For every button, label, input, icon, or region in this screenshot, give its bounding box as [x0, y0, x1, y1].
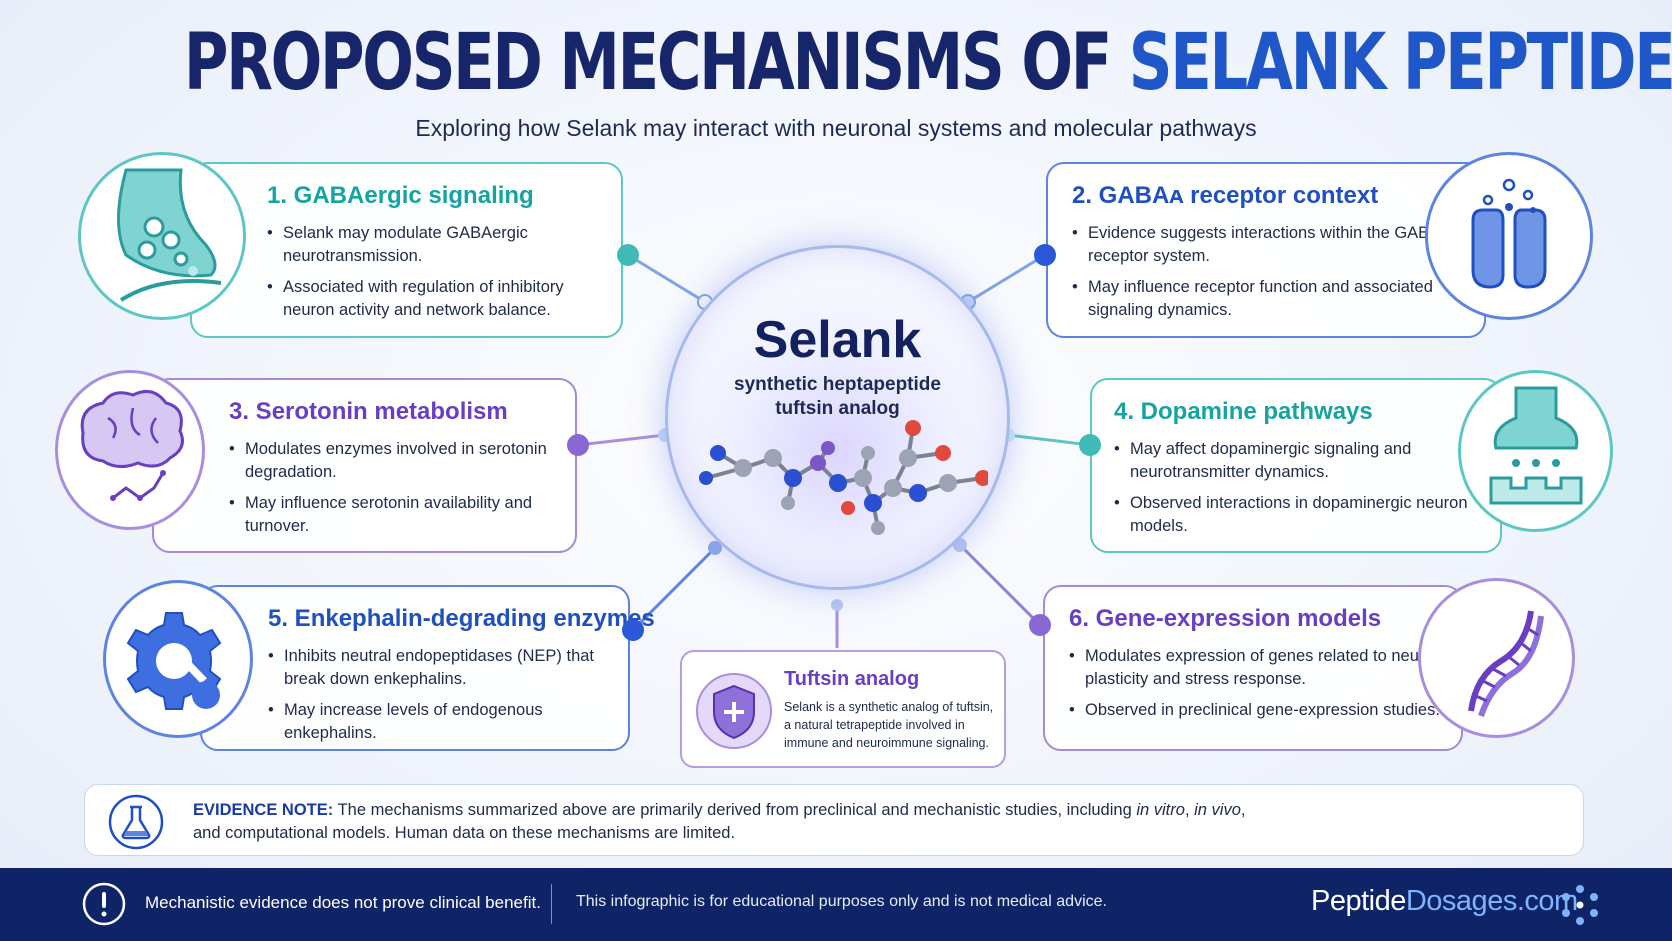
evidence-text-1: The mechanisms summarized above are prim… — [337, 801, 1137, 819]
footer-bar: Mechanistic evidence does not prove clin… — [0, 868, 1672, 941]
card-gabaergic: 1. GABAergic signaling Selank may modula… — [190, 162, 623, 338]
title-part-1: PROPOSED MECHANISMS OF — [183, 18, 1129, 108]
flask-icon — [108, 794, 164, 850]
connector-dot-4 — [1079, 434, 1101, 456]
card-5-bullet-1: Inhibits neutral endopeptidases (NEP) th… — [268, 645, 612, 691]
brand-part-1: Peptide — [1311, 885, 1406, 917]
card-1-bullet-2: Associated with regulation of inhibitory… — [267, 276, 601, 322]
card-4-bullet-2: Observed interactions in dopaminergic ne… — [1114, 492, 1480, 538]
card-1-bullet-1: Selank may modulate GABAergic neurotrans… — [267, 222, 601, 268]
card-enkephalin: 5. Enkephalin-degrading enzymes Inhibits… — [200, 585, 655, 751]
page-subtitle: Exploring how Selank may interact with n… — [415, 115, 1257, 141]
page-title: PROPOSED MECHANISMS OF SELANK PEPTIDE — [183, 18, 1672, 108]
receptor-icon — [1471, 178, 1547, 289]
card-6-bullet-2: Observed in preclinical gene-expression … — [1069, 699, 1445, 722]
card-4-bullet-1: May affect dopaminergic signaling and ne… — [1114, 438, 1480, 484]
molecule-icon — [699, 420, 988, 535]
evidence-in-vivo: in vivo — [1194, 801, 1241, 819]
selank-hub: Selank synthetic heptapeptide tuftsin an… — [665, 245, 1010, 590]
connector-dot-1 — [617, 244, 639, 266]
card-3-bullet-1: Modulates enzymes involved in serotonin … — [229, 438, 555, 484]
card-3-title: 3. Serotonin metabolism — [229, 398, 508, 425]
card-6-title: 6. Gene-expression models — [1069, 605, 1382, 632]
card-3-bullet-2: May influence serotonin availability and… — [229, 492, 555, 538]
card-gene-expression: 6. Gene-expression models Modulates expr… — [1043, 585, 1463, 751]
dopamine-synapse-icon — [1489, 386, 1583, 505]
shield-icon — [696, 673, 772, 749]
dopamine-icon-circle — [1458, 370, 1613, 532]
dots-logo-icon — [1562, 885, 1598, 925]
dna-icon-circle — [1418, 578, 1575, 738]
card-1-title: 1. GABAergic signaling — [267, 182, 534, 209]
receptor-icon-circle — [1425, 152, 1593, 320]
title-part-2: SELANK PEPTIDE — [1128, 18, 1672, 108]
card-gaba-a-receptor: 2. GABAᴀ receptor context Evidence sugge… — [1046, 162, 1486, 338]
card-4-title: 4. Dopamine pathways — [1114, 398, 1373, 425]
card-2-bullet-1: Evidence suggests interactions within th… — [1072, 222, 1464, 268]
evidence-label: EVIDENCE NOTE: — [193, 801, 334, 819]
card-2-title: 2. GABAᴀ receptor context — [1072, 182, 1379, 209]
dna-icon — [1468, 610, 1544, 717]
card-serotonin: 3. Serotonin metabolism Modulates enzyme… — [152, 378, 577, 553]
synapse-icon-circle — [78, 152, 246, 320]
synapse-icon — [117, 168, 222, 302]
connector-dot-2 — [1034, 244, 1056, 266]
tuftsin-title: Tuftsin analog — [784, 668, 920, 690]
card-6-bullet-1: Modulates expression of genes related to… — [1069, 645, 1445, 691]
gear-enzyme-icon — [126, 612, 222, 710]
hub-name: Selank — [753, 311, 922, 369]
footer-separator — [551, 884, 552, 924]
card-dopamine: 4. Dopamine pathways May affect dopamine… — [1090, 378, 1502, 553]
hub-subtitle-2: tuftsin analog — [775, 398, 900, 419]
card-2-bullet-2: May influence receptor function and asso… — [1072, 276, 1464, 322]
brand-logo-text[interactable]: PeptideDosages.com — [1311, 885, 1578, 918]
card-5-title: 5. Enkephalin-degrading enzymes — [268, 605, 655, 632]
connector-dot-5 — [622, 619, 644, 641]
hub-subtitle-1: synthetic heptapeptide — [734, 374, 941, 395]
connector-dot-3 — [567, 434, 589, 456]
evidence-in-vitro: in vitro — [1136, 801, 1185, 819]
evidence-text-2: , — [1240, 801, 1246, 819]
evidence-note: EVIDENCE NOTE: The mechanisms summarized… — [84, 784, 1584, 856]
tuftsin-text: Selank is a synthetic analog of tuftsin,… — [784, 700, 994, 750]
brand-part-2: Dosages.com — [1405, 885, 1578, 917]
evidence-text: EVIDENCE NOTE: The mechanisms summarized… — [193, 799, 1573, 845]
footer-disclaimer-right: This infographic is for educational purp… — [576, 893, 1107, 910]
footer-disclaimer-left: Mechanistic evidence does not prove clin… — [145, 893, 541, 912]
brain-icon-circle — [55, 370, 205, 530]
evidence-comma: , — [1184, 801, 1195, 819]
connector-dot-6 — [1029, 614, 1051, 636]
exclamation-icon — [82, 882, 126, 926]
evidence-text-3: and computational models. Human data on … — [193, 824, 736, 842]
brain-icon — [80, 389, 184, 501]
card-5-bullet-2: May increase levels of endogenous enkeph… — [268, 699, 612, 745]
tuftsin-card: Tuftsin analog Selank is a synthetic ana… — [680, 650, 1006, 768]
enzyme-icon-circle — [103, 580, 253, 738]
